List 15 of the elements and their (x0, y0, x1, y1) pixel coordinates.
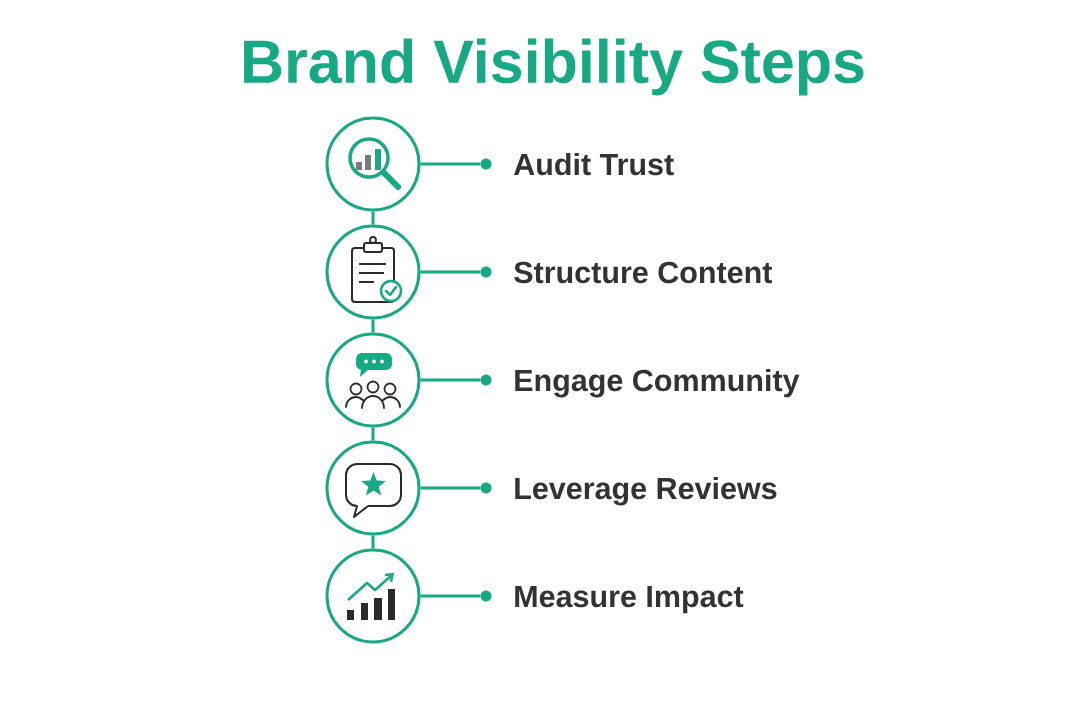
connector-line (420, 594, 481, 598)
connector-line (420, 162, 481, 166)
title: Brand Visibility Steps (244, 38, 864, 96)
step-label: Structure Content (514, 261, 773, 284)
connector-line (420, 486, 481, 490)
connector-line (420, 270, 481, 274)
connector-line (371, 211, 375, 225)
connector-line (371, 535, 375, 549)
connector-line (420, 378, 481, 382)
step-label: Engage Community (515, 368, 800, 398)
step-label: Leverage Reviews (515, 476, 777, 506)
connector-line (371, 319, 375, 333)
step-label: Audit Trust (513, 152, 674, 176)
connector-line (371, 427, 375, 441)
step-label: Measure Impact (515, 586, 744, 614)
